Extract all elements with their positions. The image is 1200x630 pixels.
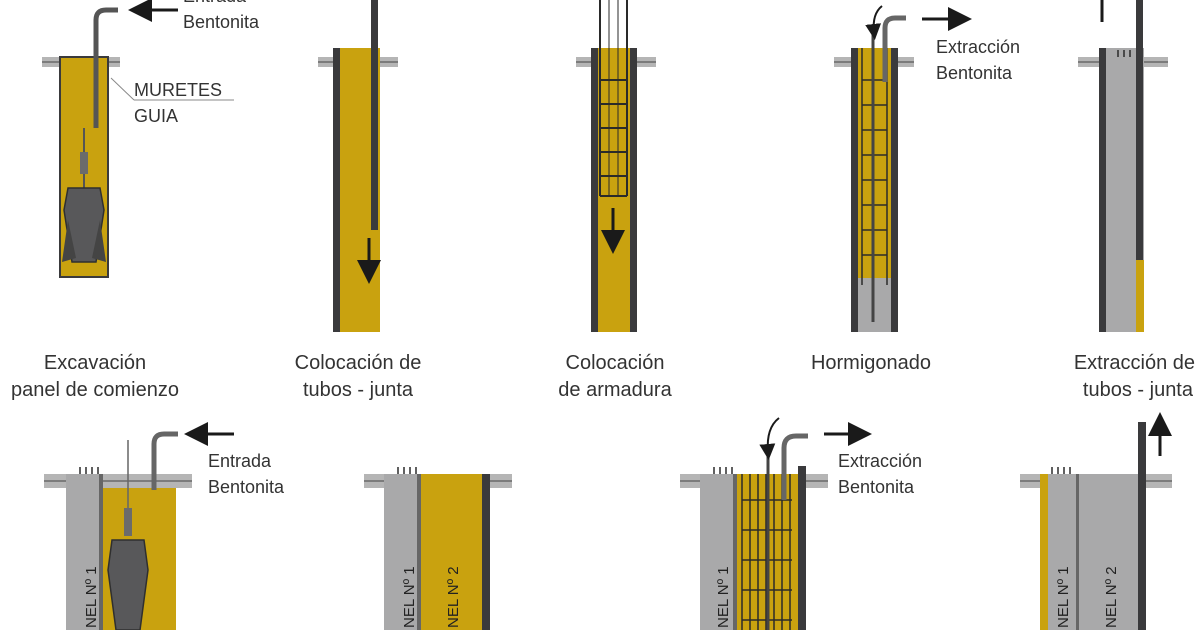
caption-step-1-line1: Excavación: [44, 352, 146, 374]
label-muretes: MURETES: [134, 80, 222, 100]
step-1-excavation: MURETES GUIA Entrada Bentonita: [42, 0, 260, 278]
panel-1-label: NEL Nº 1: [715, 566, 732, 628]
step-4-concreting: Extracción Bentonita: [834, 5, 1020, 332]
caption-step-5-line1: Extracción de: [1074, 352, 1195, 374]
step-3-reinforcement: [576, 0, 656, 332]
caption-step-2-line2: tubos - junta: [303, 379, 414, 401]
bottom-2-joint: NEL Nº 1 NEL Nº 2: [364, 467, 512, 630]
bottom-1-excavation: Entrada Bentonita NEL Nº 1: [44, 422, 285, 630]
bottom-4-extraction: NEL Nº 1 NEL Nº 2: [1020, 412, 1172, 630]
bottom-3-reinforcement: Extracción Bentonita NEL Nº 1: [680, 417, 922, 630]
caption-step-4-line1: Hormigonado: [811, 352, 931, 374]
caption-step-3-line1: Colocación: [566, 352, 665, 374]
step-5-pipe-extraction: [1078, 0, 1168, 332]
caption-step-3-line2: de armadura: [558, 379, 672, 401]
label-bentonita-bottom: Bentonita: [208, 477, 285, 497]
panel-1-label: NEL Nº 1: [1055, 566, 1072, 628]
label-bentonita-bottom-right: Bentonita: [838, 477, 915, 497]
label-entrada-bottom: Entrada: [208, 451, 272, 471]
label-guia: GUIA: [134, 106, 178, 126]
caption-step-2-line1: Colocación de: [295, 352, 422, 374]
panel-1-label: NEL Nº 1: [83, 566, 100, 628]
caption-step-5-line2: tubos - junta: [1083, 379, 1194, 401]
captions: Excavación panel de comienzo Colocación …: [11, 352, 1195, 401]
label-extraccion-bottom: Extracción: [838, 451, 922, 471]
label-entrada-top: Entrada: [183, 0, 247, 6]
excavator-clamshell-icon: [62, 128, 106, 263]
label-extraccion-top: Extracción: [936, 37, 1020, 57]
label-bentonita-top-right: Bentonita: [936, 63, 1013, 83]
panel-2-label: NEL Nº 2: [1103, 566, 1120, 628]
caption-step-1-line2: panel de comienzo: [11, 379, 179, 401]
label-bentonita-top: Bentonita: [183, 12, 260, 32]
panel-1-label: NEL Nº 1: [401, 566, 418, 628]
excavator-clamshell-icon: [107, 508, 149, 630]
panel-2-label: NEL Nº 2: [445, 566, 462, 628]
step-2-pipe-placement: [318, 0, 398, 332]
